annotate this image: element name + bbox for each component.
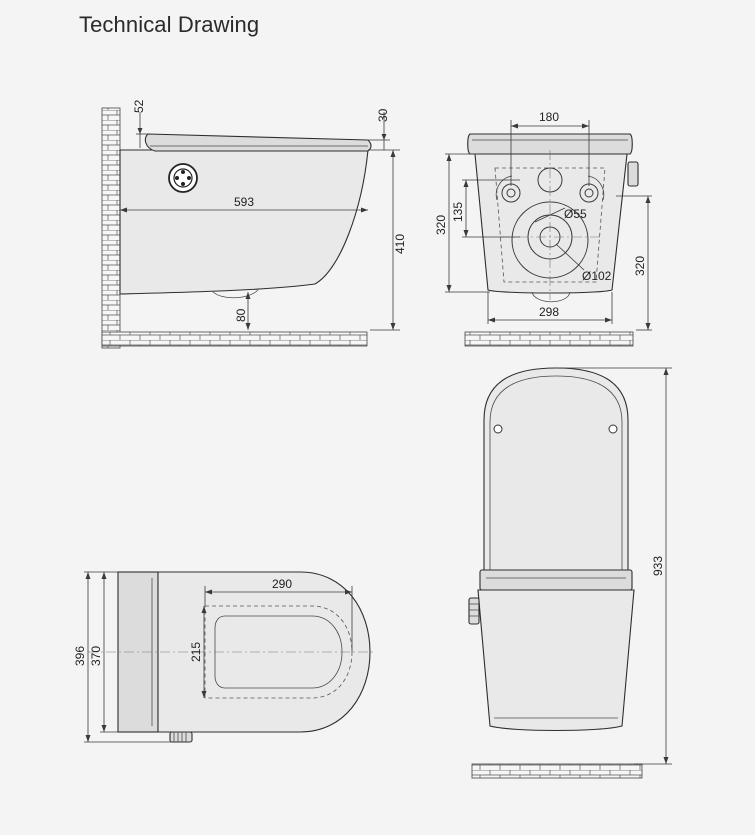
side-view: 52 30 593 410 80 — [101, 99, 407, 349]
dim-320-left: 320 — [434, 215, 448, 235]
dim-215: 215 — [189, 642, 203, 662]
side-body — [119, 149, 369, 295]
dim-30: 30 — [376, 108, 390, 122]
side-floor — [101, 331, 368, 347]
dim-80: 80 — [234, 308, 248, 322]
front-view: 933 — [468, 367, 672, 779]
top-view: 290 215 396 370 — [73, 571, 375, 743]
dim-933: 933 — [651, 556, 665, 576]
dim-180: 180 — [539, 110, 559, 124]
dim-593: 593 — [234, 195, 254, 209]
dim-410: 410 — [393, 234, 407, 254]
dim-320-right: 320 — [633, 256, 647, 276]
dim-pipe-55: Ø55 — [564, 207, 587, 221]
dim-370: 370 — [89, 646, 103, 666]
dim-52: 52 — [132, 99, 146, 113]
side-lid — [144, 133, 372, 152]
back-floor — [464, 331, 634, 347]
dim-outlet-102: Ø102 — [582, 269, 612, 283]
front-lid — [483, 367, 629, 581]
side-wall — [101, 107, 121, 349]
control-knob-icon — [168, 163, 198, 193]
dim-298: 298 — [539, 305, 559, 319]
dim-396: 396 — [73, 646, 87, 666]
back-view: 180 135 320 Ø55 Ø102 — [434, 110, 652, 347]
front-floor — [471, 763, 643, 779]
front-body — [477, 589, 635, 732]
dim-290: 290 — [272, 577, 292, 591]
page-title: Technical Drawing — [79, 12, 260, 37]
dim-135: 135 — [451, 202, 465, 222]
